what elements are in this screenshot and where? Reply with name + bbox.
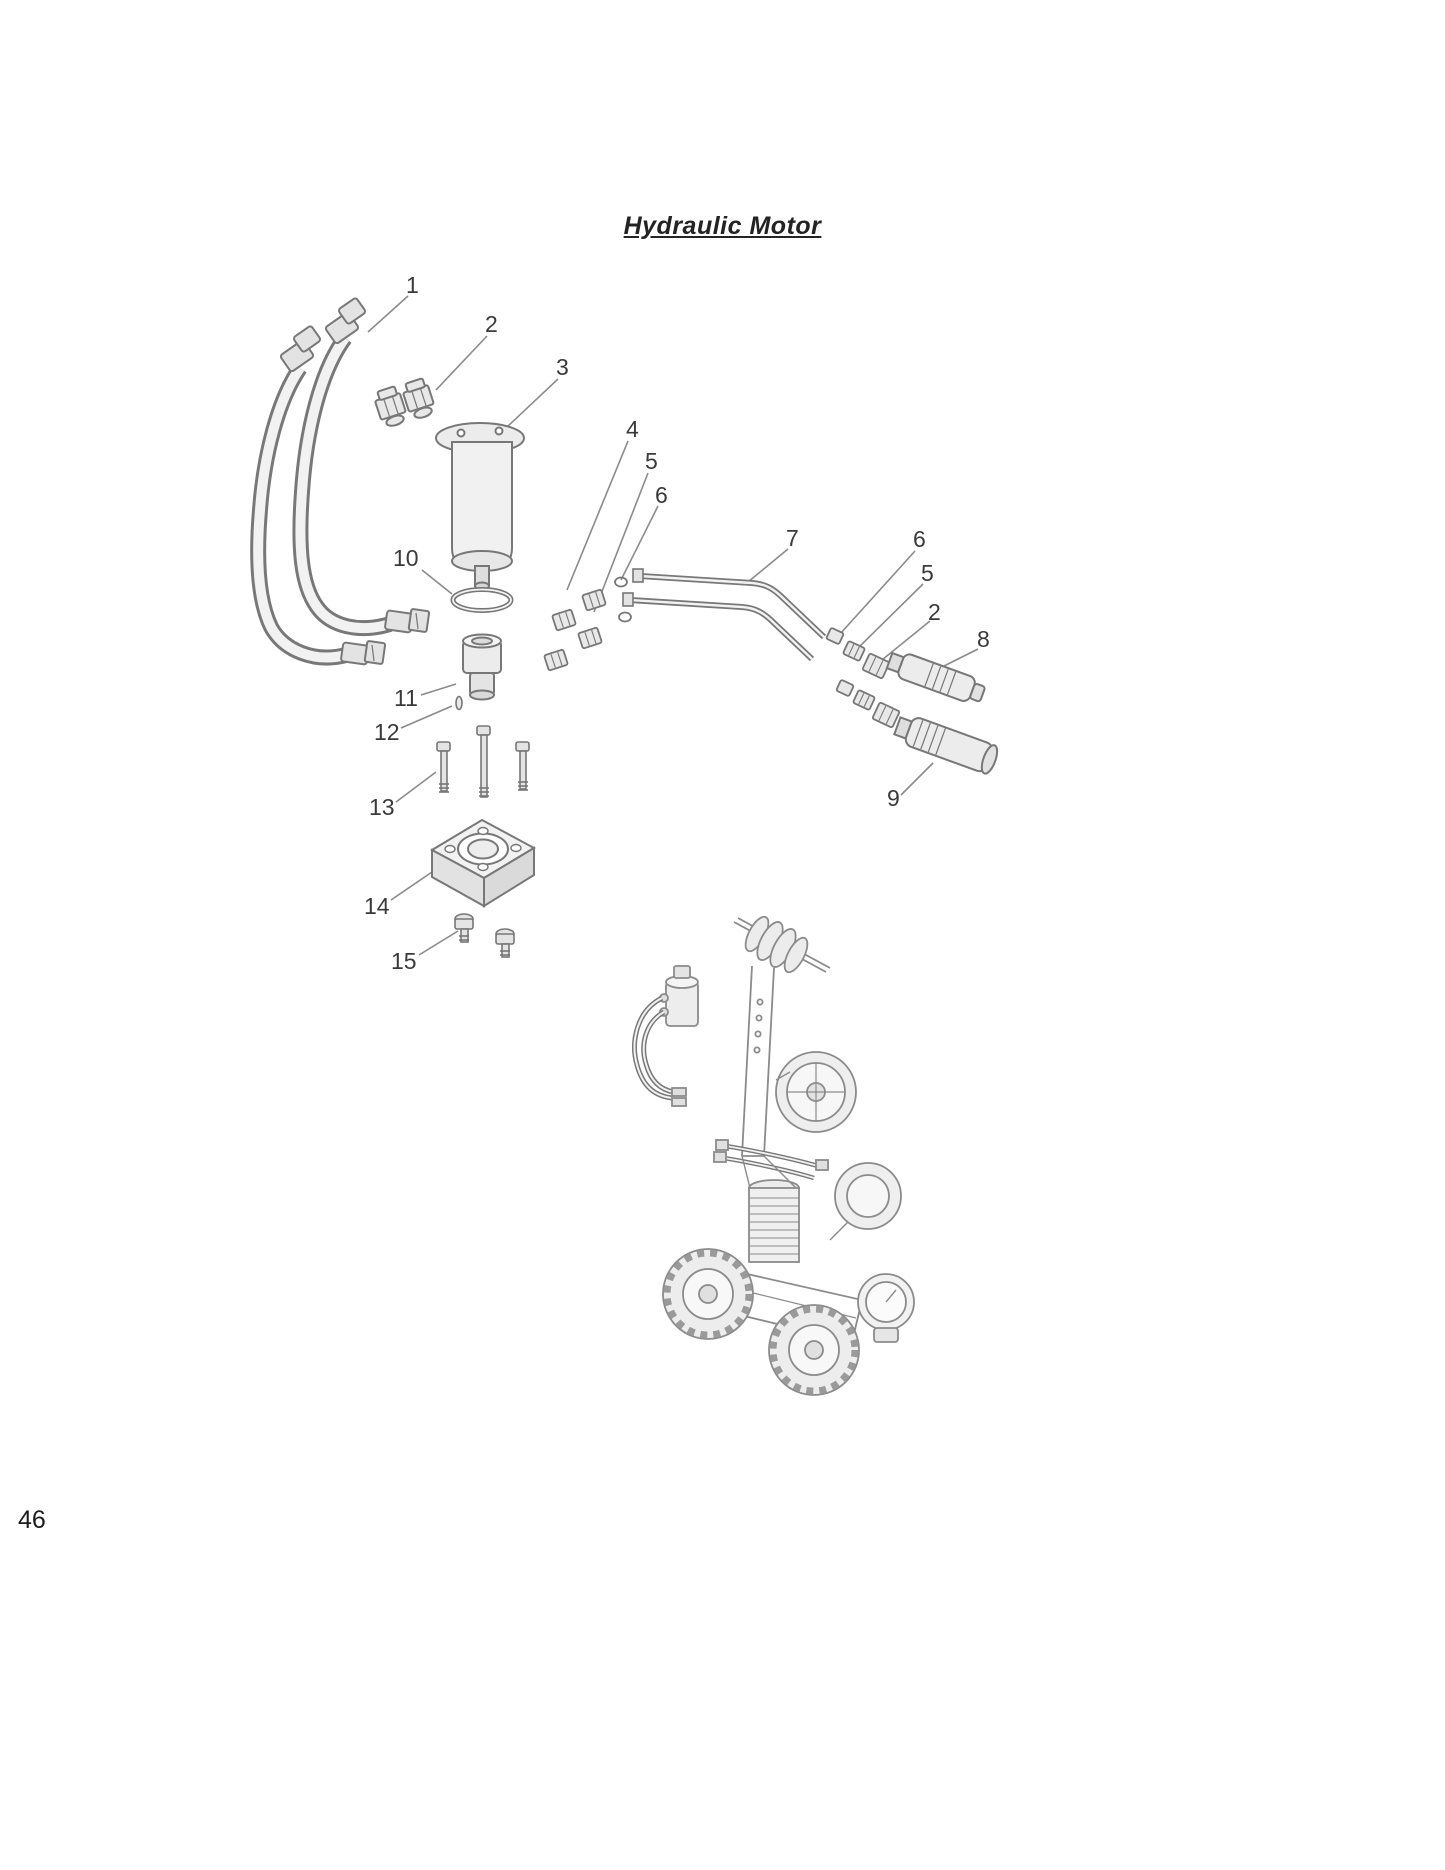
callout-6: 6 bbox=[655, 482, 668, 508]
callout-2b: 2 bbox=[928, 599, 941, 625]
hose-elbow-fitting bbox=[279, 325, 321, 373]
page-number: 46 bbox=[18, 1506, 46, 1534]
callout-7: 7 bbox=[786, 525, 799, 551]
page-title: Hydraulic Motor bbox=[623, 212, 822, 240]
fitting-pair-upper bbox=[374, 377, 435, 427]
machine-assembly bbox=[632, 915, 915, 1396]
fitting-cluster-left bbox=[543, 576, 632, 672]
drive-pin bbox=[455, 695, 463, 711]
quick-coupler-9 bbox=[893, 716, 999, 775]
callout-5b: 5 bbox=[921, 560, 934, 586]
hose-elbow-fitting bbox=[324, 297, 366, 345]
callout-2: 2 bbox=[485, 311, 498, 337]
callout-11: 11 bbox=[394, 685, 418, 711]
hydraulic-hoses bbox=[250, 297, 431, 666]
callout-5: 5 bbox=[645, 448, 658, 474]
callout-6b: 6 bbox=[913, 526, 926, 552]
callout-8: 8 bbox=[977, 626, 990, 652]
callout-4: 4 bbox=[626, 416, 639, 442]
hose-end-fitting bbox=[340, 640, 387, 666]
callout-1: 1 bbox=[406, 272, 419, 298]
callout-10: 10 bbox=[393, 545, 419, 571]
callout-15: 15 bbox=[391, 948, 417, 974]
motor-body bbox=[435, 422, 525, 591]
callout-3: 3 bbox=[556, 354, 569, 380]
flange-bolts bbox=[454, 913, 515, 958]
callout-9: 9 bbox=[887, 785, 900, 811]
fitting-cluster-right bbox=[825, 627, 901, 729]
hose-end-fitting bbox=[384, 608, 431, 634]
callout-14: 14 bbox=[364, 893, 390, 919]
callout-13: 13 bbox=[369, 794, 395, 820]
quick-coupler-8 bbox=[885, 651, 986, 703]
mounting-bolts bbox=[436, 725, 530, 798]
callout-12: 12 bbox=[374, 719, 400, 745]
shaft-coupling bbox=[462, 633, 502, 701]
mounting-block bbox=[429, 818, 537, 908]
steel-tubes bbox=[622, 568, 827, 662]
o-ring bbox=[450, 587, 514, 613]
leader-lines bbox=[367, 295, 979, 956]
